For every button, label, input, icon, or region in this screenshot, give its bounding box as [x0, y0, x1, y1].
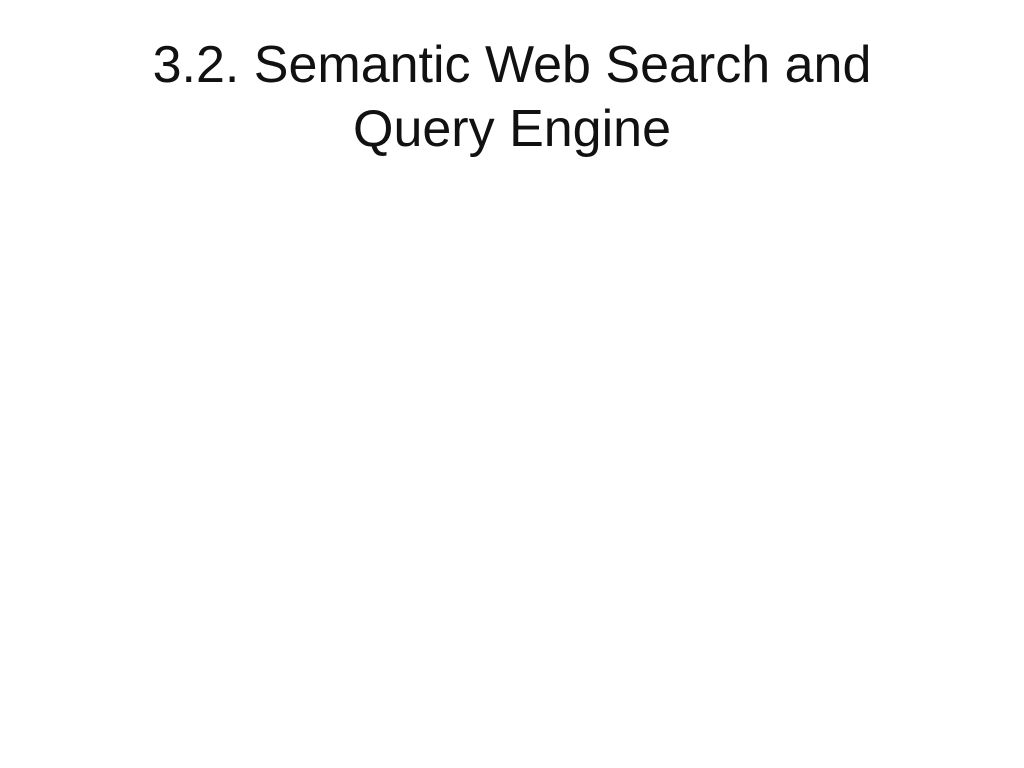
slide-title-line-2: Query Engine — [353, 100, 671, 158]
slide-body — [60, 190, 964, 710]
slide-title-line-1: 3.2. Semantic Web Search and — [152, 36, 872, 94]
slide-title: 3.2. Semantic Web Search and Query Engin… — [60, 33, 964, 161]
